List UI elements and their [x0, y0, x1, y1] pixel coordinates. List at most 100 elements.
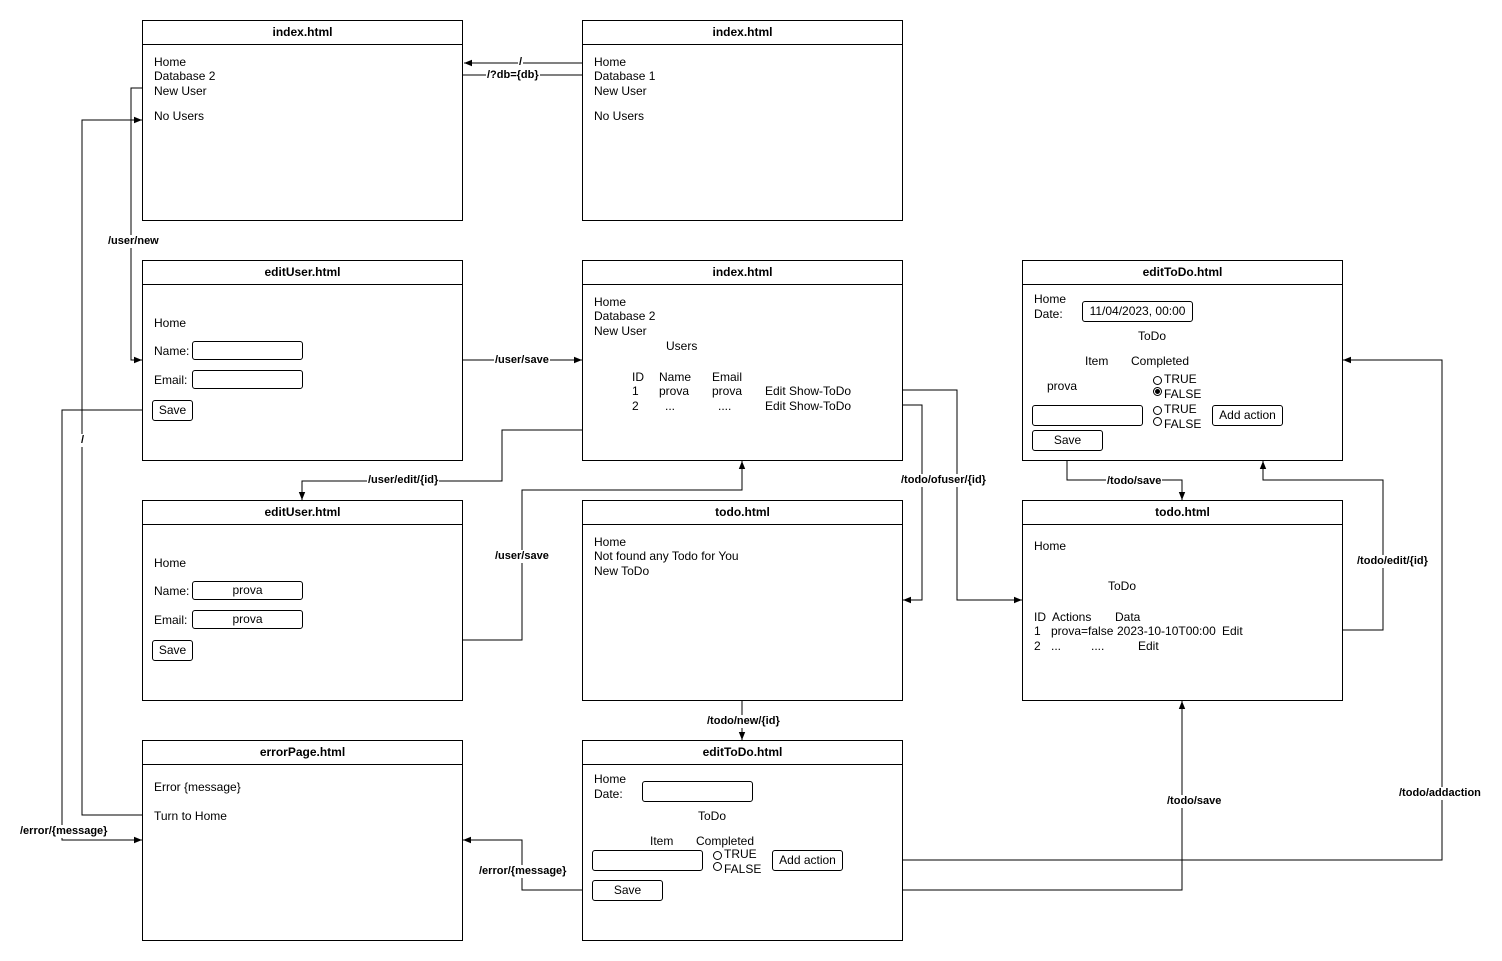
- name-field[interactable]: [192, 341, 303, 360]
- option-true-label-new: TRUE: [1164, 402, 1197, 416]
- radio-true[interactable]: [1153, 376, 1162, 385]
- email-field[interactable]: [192, 370, 303, 389]
- page-index-users: index.html Home Database 2 New User User…: [582, 260, 903, 461]
- email-field[interactable]: prova: [192, 610, 303, 629]
- edge-label-user-save-edit: /user/save: [494, 550, 550, 563]
- home-link[interactable]: Home: [594, 55, 627, 69]
- todo-row-1-actions: prova=false: [1051, 624, 1114, 638]
- home-link[interactable]: Home: [154, 316, 187, 330]
- new-todo-link[interactable]: New ToDo: [594, 564, 650, 578]
- edge-label-root: /: [518, 56, 524, 69]
- todo-row-2-id: 2: [1034, 639, 1041, 653]
- email-label: Email:: [154, 613, 188, 627]
- date-label: Date:: [1034, 307, 1063, 321]
- column-header-name: Name: [659, 370, 692, 384]
- edge-label-error-from-edit-todo: /error/{message}: [478, 865, 568, 878]
- option-false-label: FALSE: [1164, 387, 1202, 401]
- save-button[interactable]: Save: [592, 880, 663, 901]
- new-user-link[interactable]: New User: [594, 324, 647, 338]
- option-false-label-new: FALSE: [1164, 417, 1202, 431]
- edge-label-todo-addaction: /todo/addaction: [1398, 787, 1482, 800]
- database-link[interactable]: Database 2: [594, 309, 656, 323]
- page-edit-user-new: editUser.html Home Name: Email: Save: [142, 260, 463, 461]
- home-link[interactable]: Home: [594, 535, 627, 549]
- column-header-data: Data: [1115, 610, 1141, 624]
- edge-label-switch-db: /?db={db}: [486, 69, 540, 82]
- turn-to-home-link[interactable]: Turn to Home: [154, 809, 227, 823]
- page-edit-user-existing: editUser.html Home Name: prova Email: pr…: [142, 500, 463, 701]
- page-title: editUser.html: [143, 261, 462, 285]
- column-header-completed: Completed: [696, 834, 755, 848]
- page-title: todo.html: [1023, 501, 1342, 525]
- user-row-1-name: prova: [659, 384, 690, 398]
- todo-row-2-edit-link[interactable]: Edit: [1138, 639, 1159, 653]
- database-link[interactable]: Database 1: [594, 69, 656, 83]
- page-title: editToDo.html: [1023, 261, 1342, 285]
- date-field[interactable]: 11/04/2023, 00:00: [1082, 301, 1193, 322]
- item-input[interactable]: [592, 850, 703, 871]
- option-false-label: FALSE: [724, 862, 762, 876]
- home-link[interactable]: Home: [154, 55, 187, 69]
- home-link[interactable]: Home: [1034, 539, 1067, 553]
- user-row-2-id: 2: [632, 399, 639, 413]
- todo-row-2-actions: ...: [1051, 639, 1062, 653]
- empty-message: Not found any Todo for You: [594, 549, 739, 563]
- todo-heading: ToDo: [1138, 329, 1167, 343]
- edge-label-todo-save-existing: /todo/save: [1106, 475, 1163, 488]
- new-item-input[interactable]: [1032, 405, 1143, 426]
- edge-todo-of-user-2-line: [892, 404, 923, 604]
- database-link[interactable]: Database 2: [154, 69, 216, 83]
- option-true-label: TRUE: [1164, 372, 1197, 386]
- name-label: Name:: [154, 584, 190, 598]
- email-label: Email:: [154, 373, 188, 387]
- save-button[interactable]: Save: [152, 400, 193, 421]
- home-link[interactable]: Home: [1034, 292, 1067, 306]
- date-field[interactable]: [642, 781, 753, 802]
- edge-label-error-root: /: [80, 434, 86, 447]
- edge-user-save-edit-line: [463, 461, 746, 641]
- home-link[interactable]: Home: [594, 295, 627, 309]
- save-button[interactable]: Save: [152, 640, 193, 661]
- radio-true-new[interactable]: [1153, 406, 1162, 415]
- user-row-2-name: ...: [665, 399, 676, 413]
- status-text: No Users: [594, 109, 645, 123]
- home-link[interactable]: Home: [594, 772, 627, 786]
- radio-false-selected[interactable]: [1153, 387, 1162, 396]
- page-title: editUser.html: [143, 501, 462, 525]
- user-row-2-actions[interactable]: Edit Show-ToDo: [765, 399, 852, 413]
- date-label: Date:: [594, 787, 623, 801]
- column-header-email: Email: [712, 370, 743, 384]
- name-label: Name:: [154, 344, 190, 358]
- save-button[interactable]: Save: [1032, 430, 1103, 451]
- page-title: errorPage.html: [143, 741, 462, 765]
- name-field[interactable]: prova: [192, 581, 303, 600]
- add-action-button[interactable]: Add action: [772, 850, 843, 871]
- todo-heading: ToDo: [1108, 579, 1137, 593]
- option-true-label: TRUE: [724, 847, 757, 861]
- edge-todo-addaction-line: [872, 356, 1443, 861]
- page-edit-todo-new: editToDo.html Home Date: ToDo Item Compl…: [582, 740, 903, 941]
- radio-true[interactable]: [713, 851, 722, 860]
- radio-false-new[interactable]: [1153, 417, 1162, 426]
- page-index-empty-db1: index.html Home Database 1 New User No U…: [582, 20, 903, 221]
- edge-error-from-edit-user-line: [61, 409, 152, 844]
- edge-label-user-new: /user/new: [107, 235, 160, 248]
- home-link[interactable]: Home: [154, 556, 187, 570]
- page-todo-empty: todo.html Home Not found any Todo for Yo…: [582, 500, 903, 701]
- radio-false[interactable]: [713, 862, 722, 871]
- new-user-link[interactable]: New User: [154, 84, 207, 98]
- edge-label-error-from-edit-user: /error/{message}: [19, 825, 109, 838]
- user-row-1-email: prova: [712, 384, 743, 398]
- edge-todo-of-user-1-line: [892, 389, 1022, 604]
- edge-error-root-line: [81, 116, 154, 816]
- page-error: errorPage.html Error {message} Turn to H…: [142, 740, 463, 941]
- todo-row-1-edit-link[interactable]: Edit: [1222, 624, 1243, 638]
- new-user-link[interactable]: New User: [594, 84, 647, 98]
- user-row-1-actions[interactable]: Edit Show-ToDo: [765, 384, 852, 398]
- column-header-item: Item: [1085, 354, 1109, 368]
- page-index-empty-db2: index.html Home Database 2 New User No U…: [142, 20, 463, 221]
- user-row-2-email: ....: [718, 399, 732, 413]
- item-value: prova: [1047, 379, 1078, 393]
- add-action-button[interactable]: Add action: [1212, 405, 1283, 426]
- edge-label-todo-save-new: /todo/save: [1166, 795, 1223, 808]
